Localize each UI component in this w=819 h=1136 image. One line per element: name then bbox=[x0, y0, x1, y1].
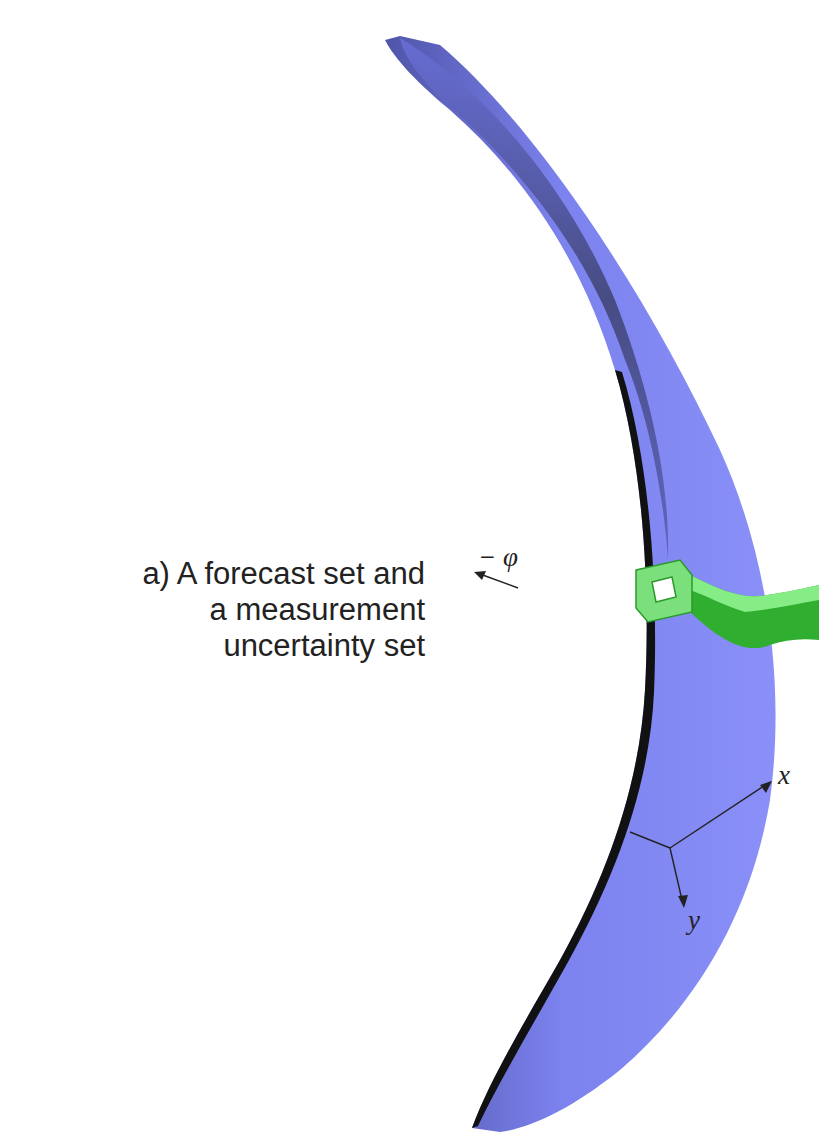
axes bbox=[474, 571, 772, 908]
axis-label: y bbox=[688, 905, 700, 935]
forecast-set bbox=[385, 36, 776, 1132]
forecast-set-rim bbox=[472, 370, 655, 1128]
figure-caption: a) A forecast set and a measurement unce… bbox=[125, 556, 425, 664]
measurement-uncertainty-set bbox=[636, 560, 819, 648]
forecast-set-shade bbox=[400, 38, 668, 560]
axis-label: x bbox=[778, 760, 790, 790]
axis-label: − φ bbox=[478, 542, 518, 572]
